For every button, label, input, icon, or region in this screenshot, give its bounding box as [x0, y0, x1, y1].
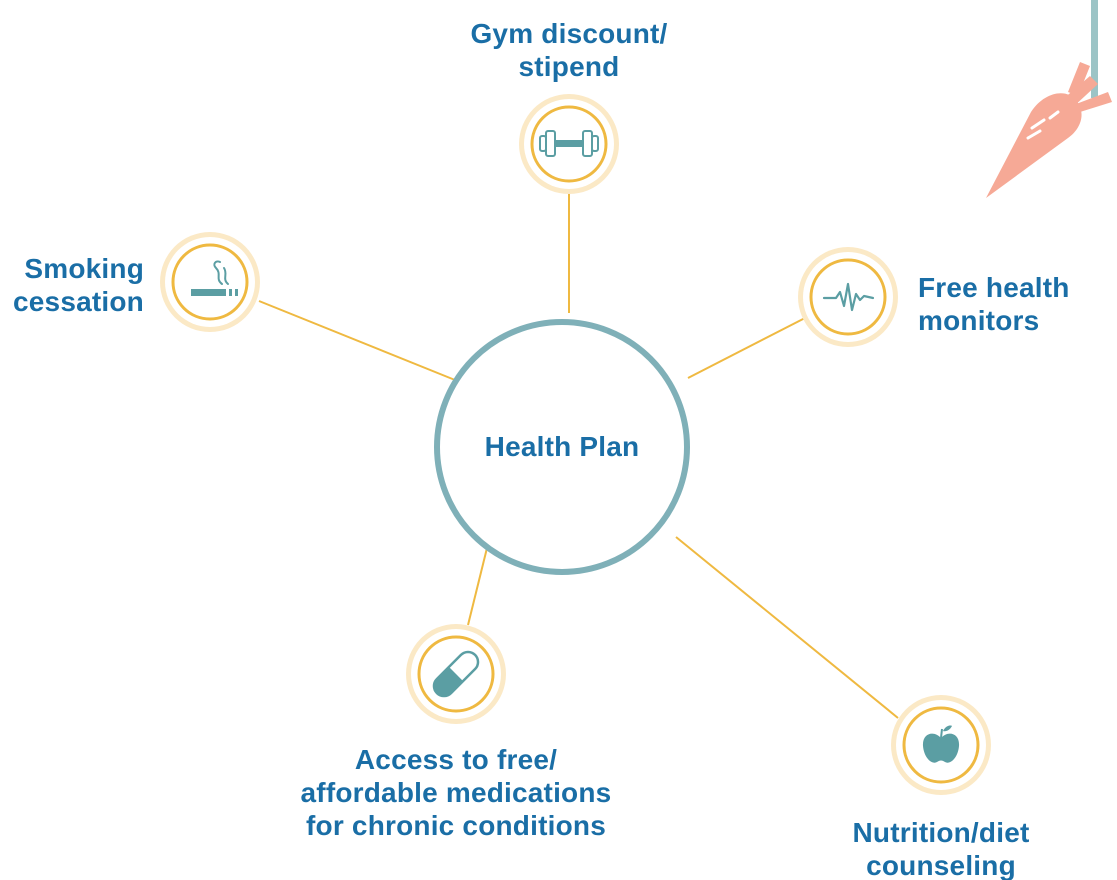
- monitors-label: Free health monitors: [918, 271, 1113, 337]
- apple-icon: [922, 725, 960, 763]
- gym-label: Gym discount/ stipend: [419, 17, 719, 83]
- gym-label-line: Gym discount/: [470, 18, 668, 49]
- monitors-label-line: Free health: [918, 272, 1070, 303]
- gym-label-line: stipend: [518, 51, 620, 82]
- medications-label-line: Access to free/: [354, 744, 558, 775]
- center-label-text: Health Plan: [484, 431, 640, 462]
- center-label: Health Plan: [437, 430, 687, 463]
- dumbbell-icon: [539, 130, 599, 157]
- nutrition-label: Nutrition/diet counseling: [806, 816, 1076, 880]
- heartbeat-icon: [822, 282, 875, 312]
- smoking-label: Smoking cessation: [0, 252, 144, 318]
- monitors-label-line: monitors: [918, 305, 1040, 336]
- nutrition-label-line: counseling: [866, 850, 1016, 880]
- cigarette-icon: [191, 260, 238, 296]
- connector-medications: [467, 547, 488, 626]
- connector-monitors: [687, 317, 806, 379]
- node-monitors: [798, 247, 898, 347]
- medications-label-line: affordable medications: [300, 777, 612, 808]
- medications-label: Access to free/ affordable medications f…: [256, 743, 656, 842]
- medications-label-line: for chronic conditions: [306, 810, 606, 841]
- connector-nutrition: [675, 536, 899, 719]
- node-nutrition: [891, 695, 991, 795]
- node-medications: [406, 624, 506, 724]
- smoking-label-line: cessation: [13, 286, 144, 317]
- node-smoking: [160, 232, 260, 332]
- connector-smoking: [258, 300, 456, 381]
- nutrition-label-line: Nutrition/diet: [852, 817, 1030, 848]
- node-gym: [519, 94, 619, 194]
- pill-icon: [432, 650, 480, 698]
- center-circle: [434, 319, 690, 575]
- smoking-label-line: Smoking: [24, 253, 144, 284]
- carrot-on-string-icon: [986, 0, 1112, 198]
